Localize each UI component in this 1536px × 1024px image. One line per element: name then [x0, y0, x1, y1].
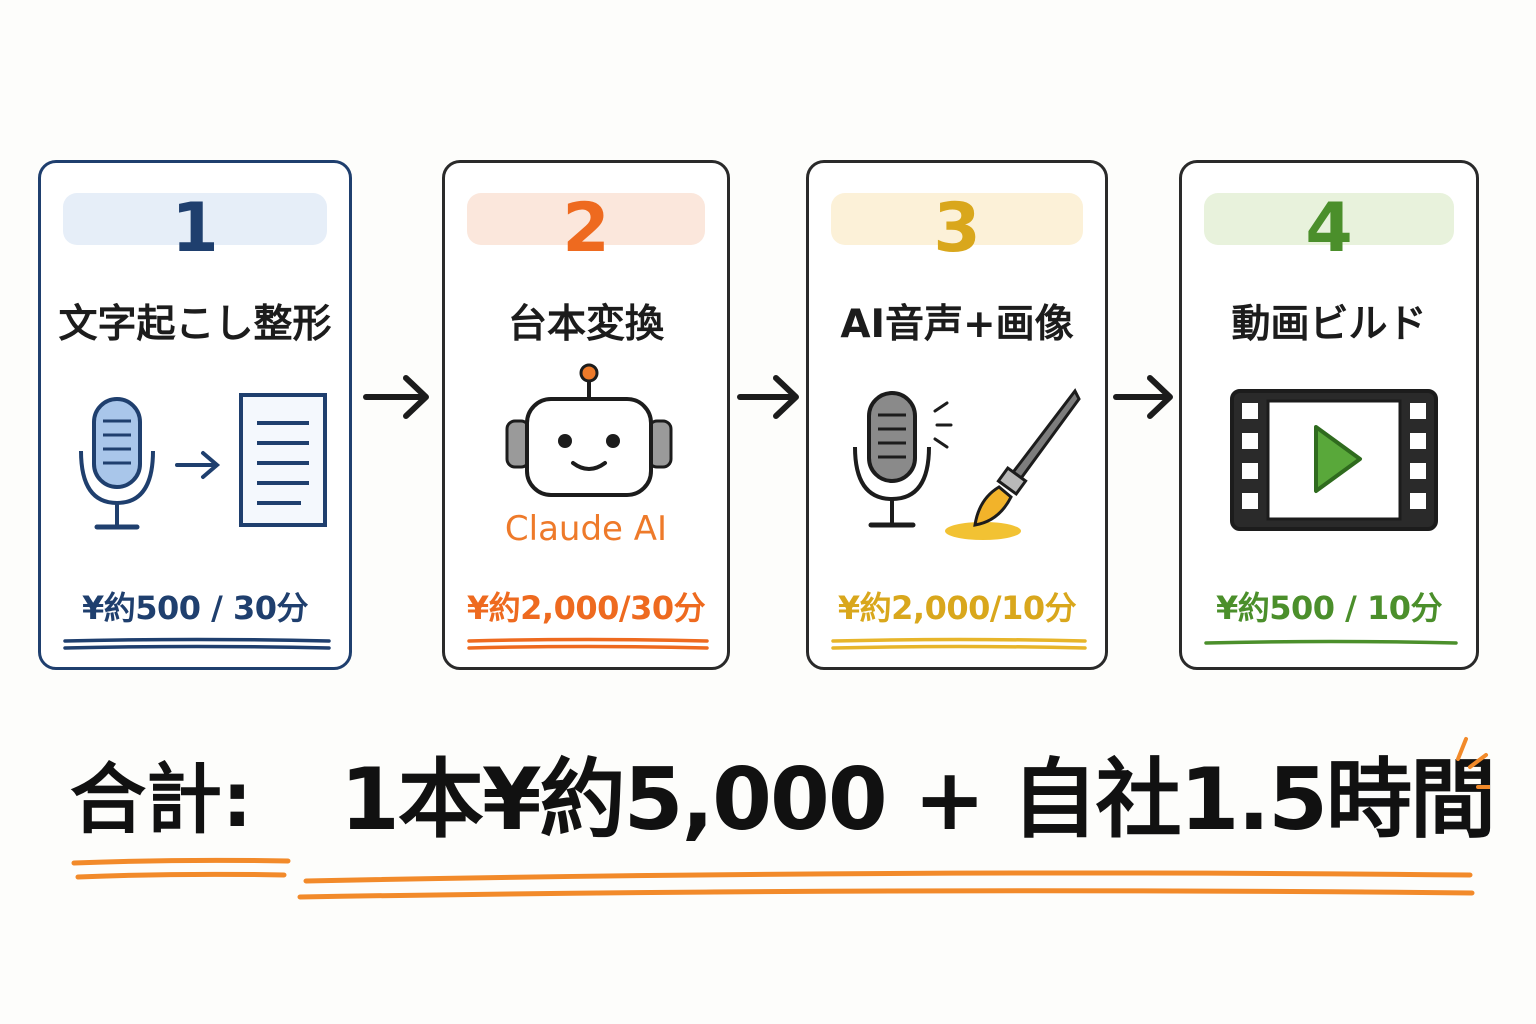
step-label: AI音声+画像: [840, 302, 1074, 347]
film-play-icon: [1230, 389, 1438, 531]
step-card-2: 2 台本変換 Claude AI ¥約2,000/30分: [442, 160, 730, 670]
step-number-band: [467, 193, 705, 245]
total-value: 1本¥約5,000 + 自社1.5時間: [340, 750, 1496, 850]
arrow-right-icon: [1113, 375, 1173, 419]
step-label: 台本変換: [507, 302, 664, 347]
price-underline: [1204, 639, 1458, 645]
step-card-3: 3 AI音声+画像 ¥約2,000/10分: [806, 160, 1108, 670]
step-label: 文字起こし整形: [58, 302, 332, 347]
step-price: ¥約500 / 10分: [1215, 589, 1443, 627]
mic-and-paintbrush-icon: [853, 388, 1081, 540]
robot-icon: [505, 363, 673, 497]
step-card-4: 4 動画ビルド ¥約500 / 10分: [1179, 160, 1479, 670]
price-underline: [63, 637, 331, 650]
total-summary: 合計: 1本¥約5,000 + 自社1.5時間: [70, 735, 1496, 900]
arrow-right-icon: [737, 375, 799, 419]
total-underline: [71, 737, 1490, 900]
step-price: ¥約500 / 30分: [81, 589, 309, 627]
total-label: 合計:: [70, 755, 253, 844]
step-number-band: [831, 193, 1083, 245]
step-number-band: [63, 193, 327, 245]
step-label: 動画ビルド: [1231, 302, 1427, 347]
step-price: ¥約2,000/10分: [837, 589, 1077, 627]
step-number-band: [1204, 193, 1454, 245]
price-underline: [831, 637, 1087, 650]
tool-label: Claude AI: [504, 509, 668, 549]
step-number: 1: [171, 189, 219, 268]
price-underline: [467, 637, 709, 650]
mic-to-document-icon: [79, 393, 327, 530]
step-card-1: 1 文字起こし整形 ¥約500 / 30分: [38, 160, 352, 670]
step-number: 4: [1305, 189, 1353, 268]
step-price: ¥約2,000/30分: [466, 589, 706, 627]
arrow-right-icon: [363, 375, 429, 419]
step-number: 2: [562, 189, 610, 268]
step-number: 3: [933, 189, 981, 268]
